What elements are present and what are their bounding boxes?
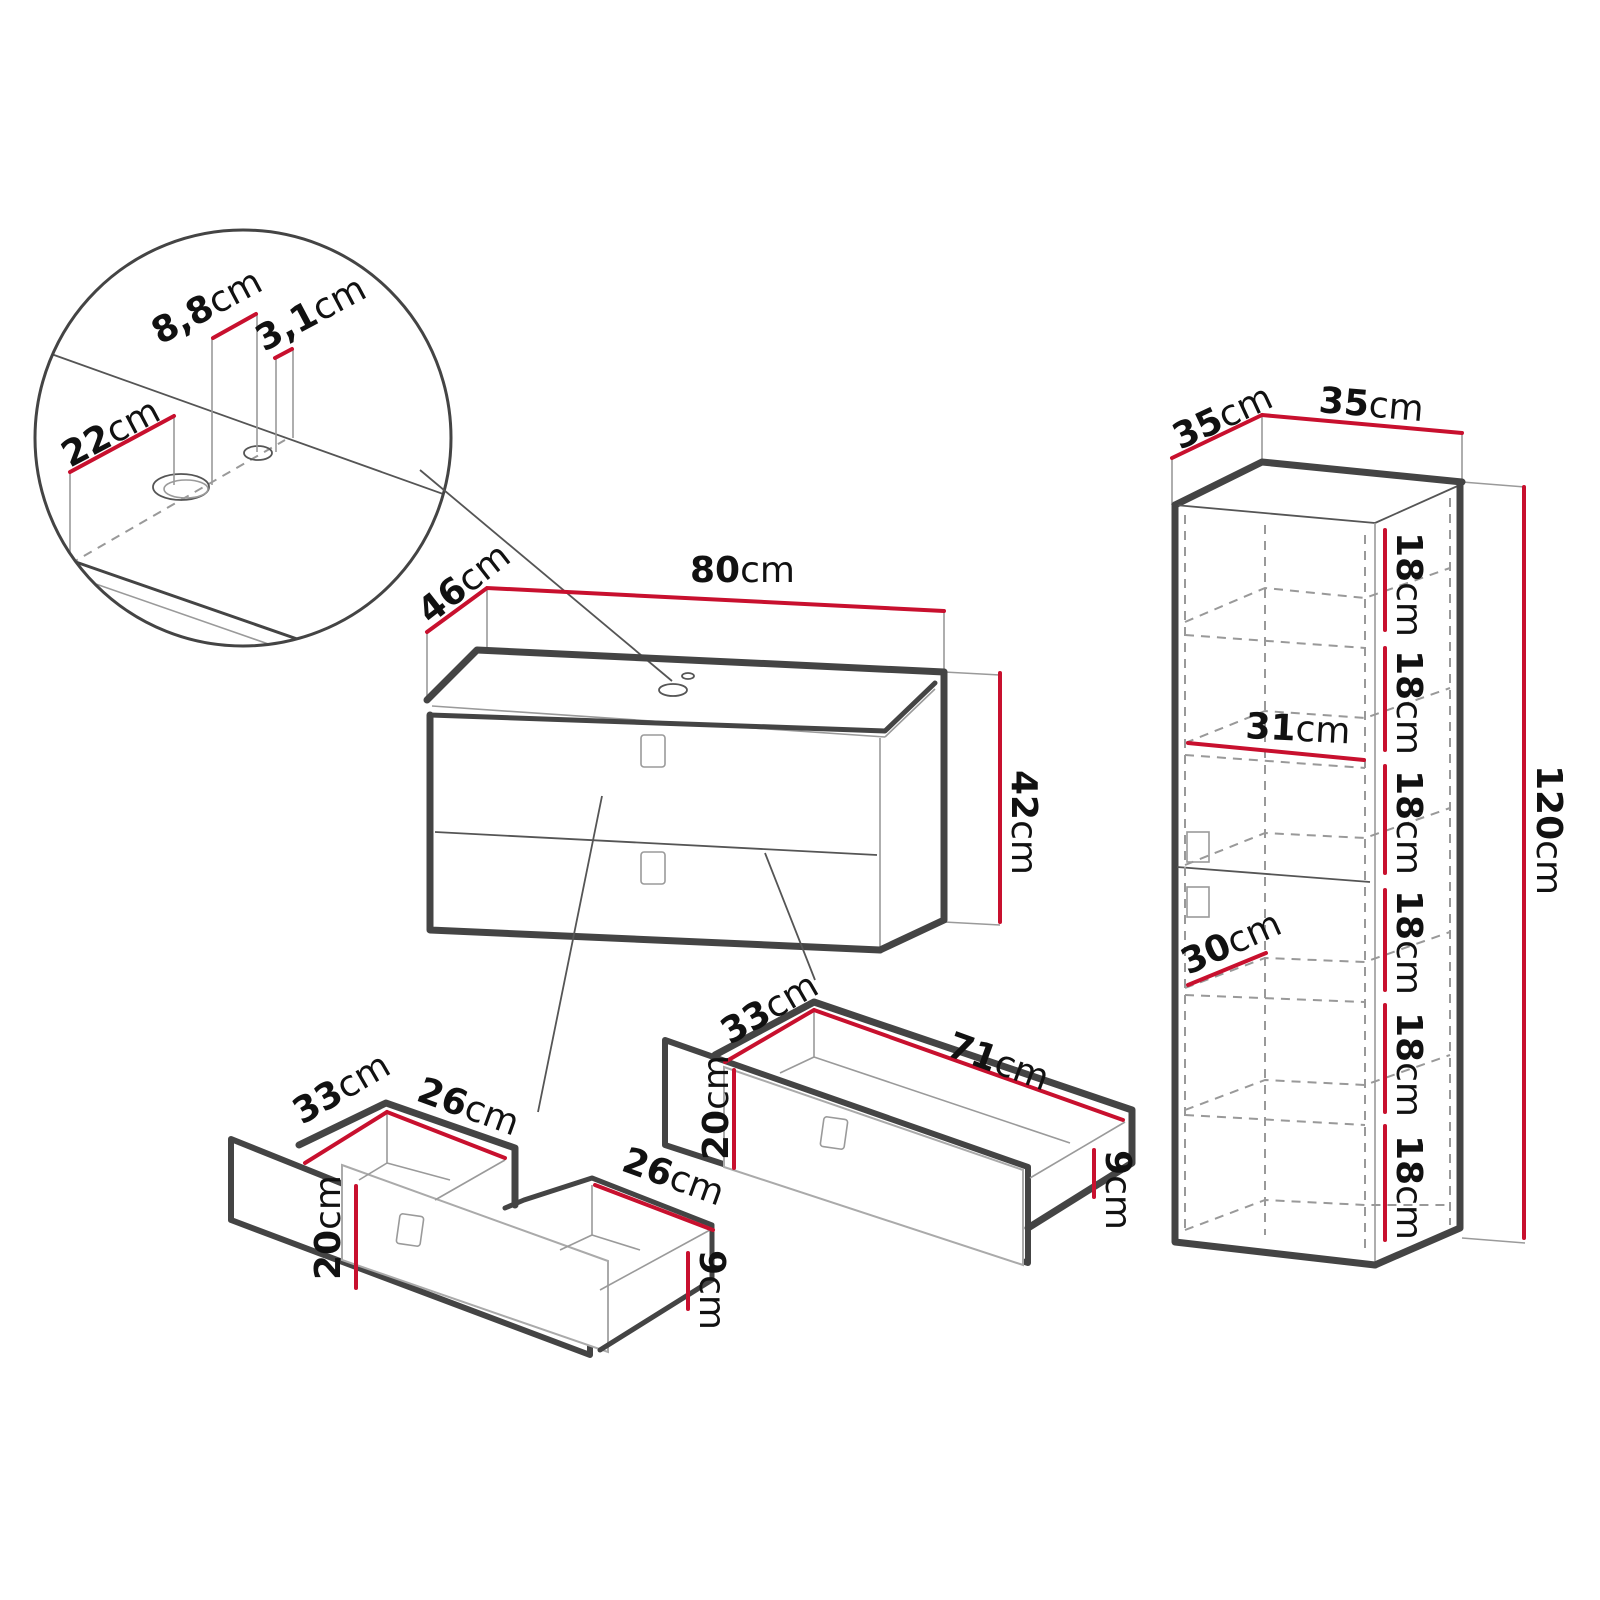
dim-label-22cm: 22cm: [55, 390, 167, 475]
tall-cabinet: 35cm 35cm 120cm 31cm 30cm 18cm 18cm 18cm…: [1166, 377, 1569, 1269]
dim-label-shelf-spacing-1: 18cm: [1388, 532, 1429, 637]
dim-label-3-1cm: 3,1cm: [249, 268, 373, 360]
dim-label-inner-9cm: 9cm: [691, 1250, 732, 1330]
dim-label-shelf-spacing-6: 18cm: [1388, 1135, 1429, 1240]
dim-label-shelf-spacing-5: 18cm: [1388, 1012, 1429, 1117]
dim-label-shelf-spacing-4: 18cm: [1388, 890, 1429, 995]
dim-label-shelf-31cm: 31cm: [1245, 706, 1352, 752]
dim-label-depth-33cm-single: 33cm: [714, 965, 825, 1053]
dim-label-shelf-spacing-3: 18cm: [1388, 770, 1429, 875]
dim-label-height-120cm: 120cm: [1528, 765, 1569, 895]
vanity-cabinet: 46cm 80cm 42cm: [410, 535, 1044, 1113]
dim-label-inner-9cm-single: 9cm: [1097, 1150, 1138, 1230]
dim-label-8-8cm: 8,8cm: [145, 261, 269, 353]
drawer-double-compartment: 33cm 26cm 26cm 20cm 9cm: [228, 1045, 732, 1358]
dim-label-depth-46cm: 46cm: [410, 535, 518, 632]
dim-label-front-20cm-single: 20cm: [696, 1055, 737, 1160]
dim-label-height-42cm: 42cm: [1003, 770, 1044, 875]
dim-label-width-80cm: 80cm: [690, 550, 795, 591]
dim-label-depth-33cm: 33cm: [286, 1045, 397, 1133]
dim-label-front-20cm: 20cm: [308, 1175, 349, 1280]
dim-label-width-71cm: 71cm: [942, 1025, 1055, 1099]
dim-label-width-35cm: 35cm: [1317, 380, 1425, 430]
drawer-single: 33cm 71cm 20cm 9cm: [662, 965, 1138, 1267]
shelves: [1184, 567, 1451, 1231]
dim-label-shelf-spacing-2: 18cm: [1388, 650, 1429, 755]
detail-callout: 22cm 8,8cm 3,1cm: [33, 228, 673, 682]
